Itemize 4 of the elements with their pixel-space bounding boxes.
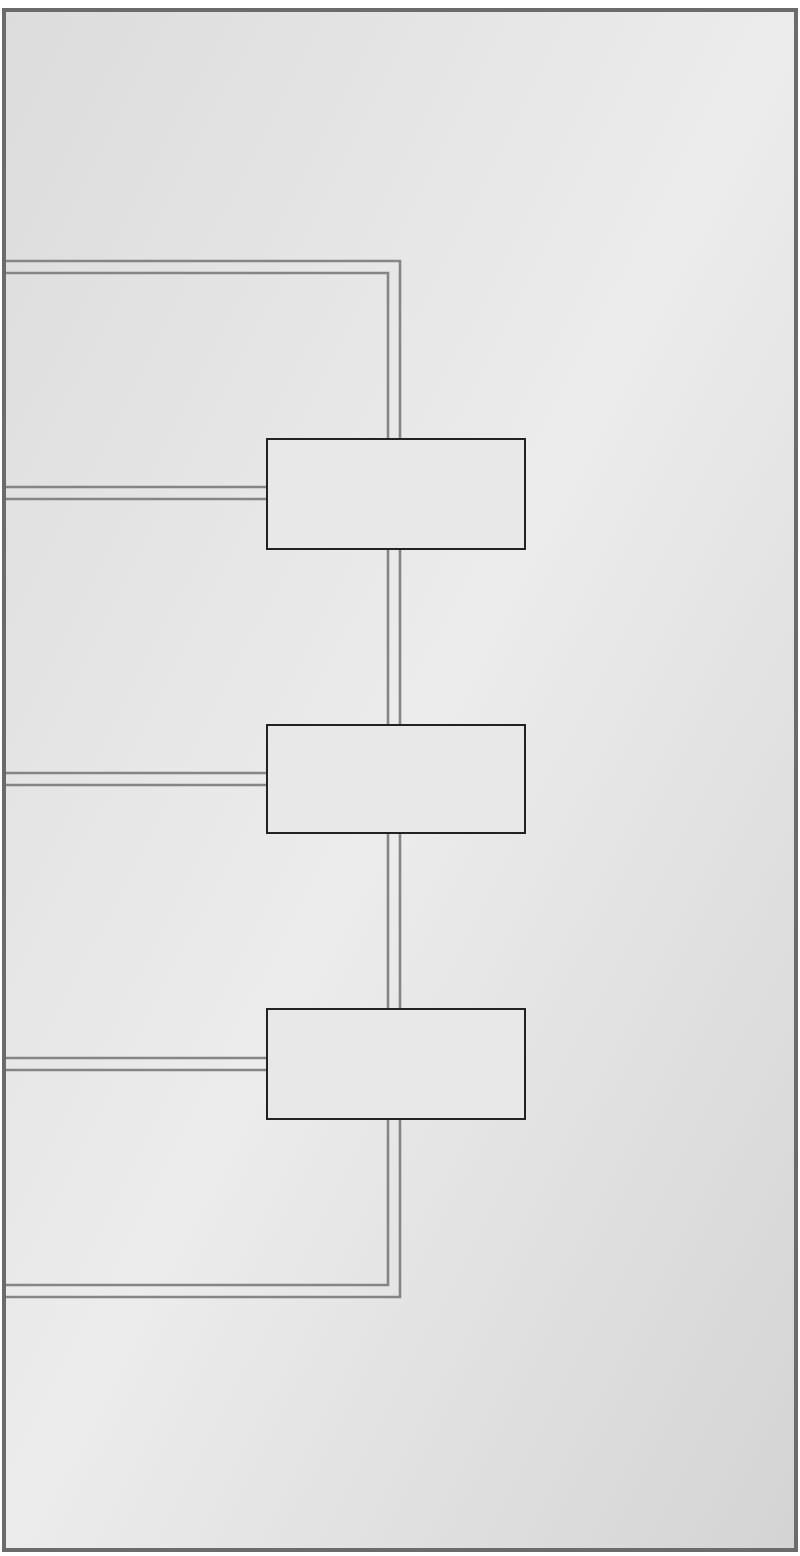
empty-box	[266, 438, 526, 550]
empty-box	[266, 724, 526, 834]
empty-box	[266, 1008, 526, 1120]
panel-frame	[2, 8, 798, 1552]
